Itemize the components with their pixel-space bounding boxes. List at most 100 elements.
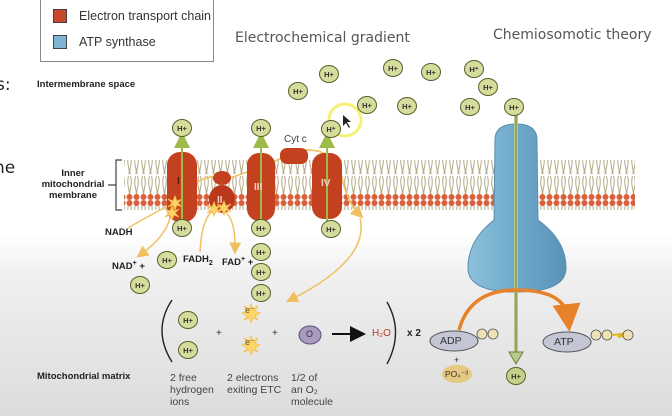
atp-synthesis-arrow: [457, 288, 581, 332]
phosphate-group: [601, 329, 613, 341]
heading-chemiosmotic-theory: Chemiosomotic theory: [493, 27, 652, 43]
proton-circle: [178, 341, 198, 359]
equation-left-paren: [161, 299, 173, 363]
equation-right-paren: [386, 301, 397, 365]
phosphate-label: PO₄⁻³: [445, 369, 469, 379]
proton-ion: H+: [319, 65, 339, 83]
adp-label: ADP: [440, 335, 462, 347]
label-inner-membrane: Inner mitochondrial membrane: [38, 168, 108, 201]
proton-label: H+: [177, 124, 187, 133]
proton-ion: H+: [504, 98, 524, 116]
fad-arrow: [219, 207, 242, 255]
proton-circle: [460, 98, 480, 116]
proton-circle: [157, 251, 177, 269]
cut-off-text: s:: [0, 75, 11, 95]
label-fadh2: FADH2: [183, 254, 213, 267]
phosphate-group: [622, 329, 634, 341]
phosphate-group: [476, 328, 488, 340]
electron-star: [241, 302, 261, 325]
proton-label: H⁺: [326, 125, 335, 134]
membrane-bracket: [108, 159, 122, 211]
proton-ion: H+: [130, 276, 150, 294]
proton-label: H+: [256, 248, 266, 257]
proton-label: H+: [183, 346, 193, 355]
proton-circle: [504, 98, 524, 116]
proton-label: H+: [388, 64, 398, 73]
proton-circle: [288, 82, 308, 100]
proton-label: H+: [162, 256, 172, 265]
proton-ion: H+: [383, 59, 403, 77]
proton-label: H+: [256, 268, 266, 277]
proton-circle: [251, 263, 271, 281]
proton-circle: [464, 60, 484, 78]
proton-circle: [251, 243, 271, 261]
legend-item-etc: Electron transport chain: [53, 9, 211, 23]
proton-ion: H+: [506, 367, 526, 385]
atp-label: ATP: [554, 336, 574, 348]
proton-label: H⁺: [469, 65, 478, 74]
electron-star-group: [164, 194, 232, 222]
label-nadh: NADH: [105, 227, 133, 238]
proton-circle: [478, 78, 498, 96]
label-intermembrane-space: Intermembrane space: [37, 79, 136, 90]
proton-ion: H+: [178, 341, 198, 359]
proton-circle: [383, 59, 403, 77]
proton-ion: H+: [178, 311, 198, 329]
caption-line: 1/2 of: [291, 372, 318, 384]
proton-label: H+: [256, 124, 266, 133]
proton-ion: H+: [421, 63, 441, 81]
caption-electrons: 2 electrons exiting ETC: [227, 372, 281, 396]
oxygen-atom: [298, 325, 322, 345]
fadh2-arrow: [199, 207, 221, 253]
proton-label: H+: [135, 281, 145, 290]
caption-oxygen: 1/2 of an O₂ molecule: [291, 372, 333, 408]
cursor-icon: [343, 115, 351, 128]
proton-ion: H+: [172, 219, 192, 237]
complex-label: IV: [321, 178, 331, 189]
label-line: Inner: [61, 168, 85, 179]
proton-circle: [506, 367, 526, 385]
complex-label: III: [254, 182, 263, 193]
electron-label: e⁻: [245, 305, 255, 315]
oxygen-label: O: [306, 329, 314, 339]
phosphate-group: [487, 328, 499, 340]
proton-ion: H⁺: [321, 120, 341, 138]
multiplier: x 2: [407, 328, 421, 339]
proton-ion: H+: [251, 219, 271, 237]
electron-star: [206, 200, 222, 218]
electron-star: [216, 199, 232, 217]
cytochrome-c-label: Cyt c: [284, 134, 307, 145]
caption-line: hydrogen: [170, 384, 214, 396]
label-line: membrane: [48, 190, 98, 201]
proton-circle: [321, 120, 341, 138]
proton-ion: H+: [251, 243, 271, 261]
proton-circle: [321, 220, 341, 238]
water-label: H₂O: [372, 328, 391, 339]
nadh-arrow: [127, 204, 171, 229]
proton-circle: [251, 119, 271, 137]
proton-circle: [397, 97, 417, 115]
legend-item-atp-synthase: ATP synthase: [53, 35, 156, 49]
proton-ion: H+: [321, 220, 341, 238]
proton-label: H+: [293, 87, 303, 96]
proton-ion: H+: [288, 82, 308, 100]
proton-label: H+: [183, 316, 193, 325]
proton-ion: H+: [157, 251, 177, 269]
proton-ions: H+H+H+H+H+H⁺H+H+H+H+H+H+H⁺H+H+H+H+H+H+H+…: [130, 59, 526, 385]
heading-electrochemical-gradient: Electrochemical gradient: [235, 30, 410, 46]
proton-ion: H+: [251, 263, 271, 281]
proton-ion: H+: [251, 284, 271, 302]
cursor-highlight: [327, 102, 363, 138]
legend-swatch-etc: [53, 9, 67, 23]
proton-label: H+: [426, 68, 436, 77]
cytochrome-c: [280, 148, 308, 164]
legend-label: ATP synthase: [79, 35, 156, 49]
legend-label: Electron transport chain: [79, 9, 212, 23]
proton-label: H+: [326, 225, 336, 234]
caption-line: an O₂: [291, 384, 318, 396]
caption-line: molecule: [291, 396, 334, 408]
electron-label: e⁻: [245, 337, 255, 347]
proton-ion: H⁺: [464, 60, 484, 78]
proton-ion: H+: [478, 78, 498, 96]
label-fad: FAD+ +: [222, 256, 254, 269]
